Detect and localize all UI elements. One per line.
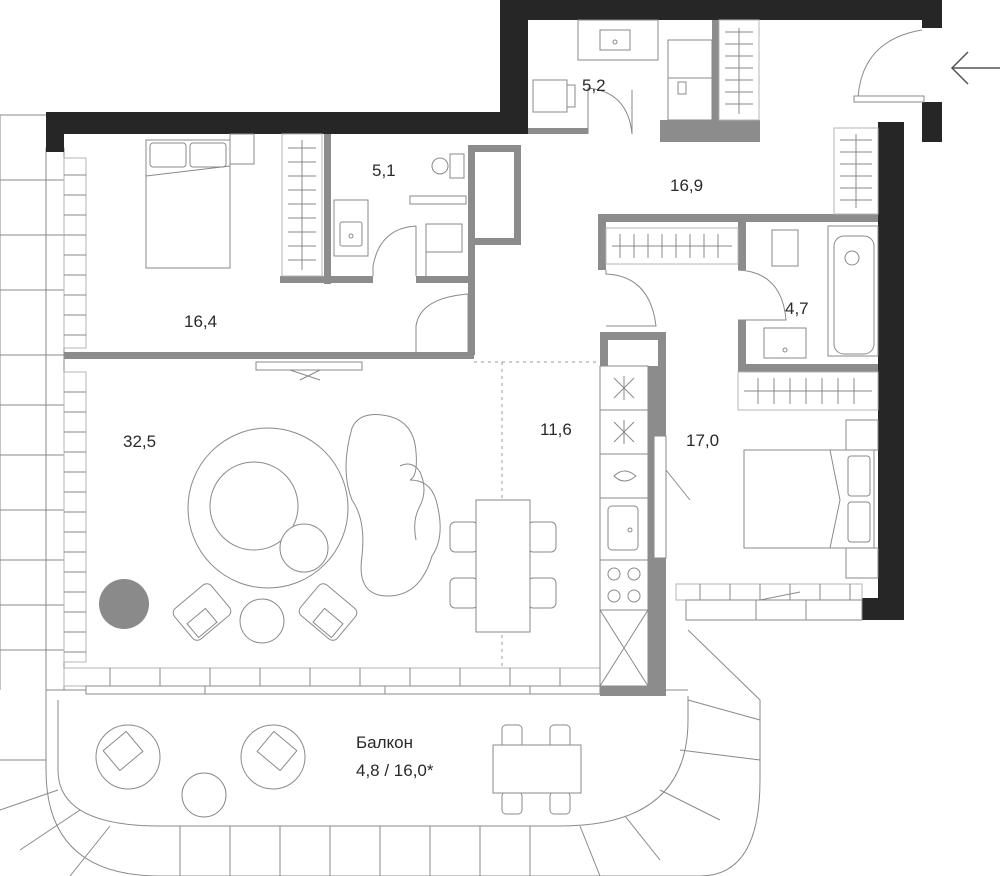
closet-left-bedroom bbox=[281, 133, 323, 277]
bedroom-right-closet bbox=[737, 371, 879, 411]
room-area-bathroom-right: 4,7 bbox=[785, 299, 809, 318]
living-sofa bbox=[345, 414, 441, 597]
balcony-area-label: 4,8 / 16,0* bbox=[356, 761, 434, 780]
left-facade bbox=[0, 114, 87, 691]
room-area-living-room: 32,5 bbox=[123, 432, 156, 451]
bathroom-right-fixtures bbox=[737, 225, 879, 359]
arrow-left-icon bbox=[950, 51, 1000, 85]
bedroom-left-door bbox=[415, 293, 469, 352]
room-area-bedroom-left: 16,4 bbox=[184, 312, 217, 331]
entrance-door bbox=[853, 29, 925, 103]
room-area-kitchen: 11,6 bbox=[540, 420, 572, 439]
balcony-title: Балкон bbox=[356, 733, 413, 752]
balcony-lounge-chair-left bbox=[95, 724, 161, 790]
living-rug-and-tables bbox=[187, 427, 349, 589]
room-area-bedroom-right: 17,0 bbox=[686, 431, 719, 450]
living-armchair-right bbox=[298, 583, 358, 641]
living-side-table bbox=[239, 598, 285, 644]
room-area-hallway: 16,9 bbox=[670, 176, 703, 195]
balcony-side-table bbox=[181, 772, 227, 818]
bathroom-small-fixtures bbox=[333, 153, 467, 276]
balcony-dining-set bbox=[492, 724, 582, 815]
tv-unit bbox=[255, 361, 363, 381]
kitchen-counter bbox=[599, 365, 649, 687]
bed-right bbox=[743, 419, 879, 579]
bed-left bbox=[145, 133, 255, 269]
entry-wardrobe bbox=[718, 19, 879, 215]
balcony-lounge-chair-right bbox=[240, 724, 306, 790]
balcony-area bbox=[0, 629, 761, 876]
hallway-wardrobe bbox=[605, 227, 739, 327]
living-plant bbox=[99, 579, 149, 629]
exterior-walls bbox=[46, 0, 942, 620]
dining-set bbox=[449, 499, 557, 633]
bedroom-right-door bbox=[653, 435, 691, 559]
wc-fixtures bbox=[532, 19, 713, 135]
room-area-bathroom-small: 5,1 bbox=[372, 161, 396, 180]
room-area-bathroom-entry: 5,2 bbox=[582, 76, 606, 95]
living-armchair-left bbox=[172, 583, 232, 641]
